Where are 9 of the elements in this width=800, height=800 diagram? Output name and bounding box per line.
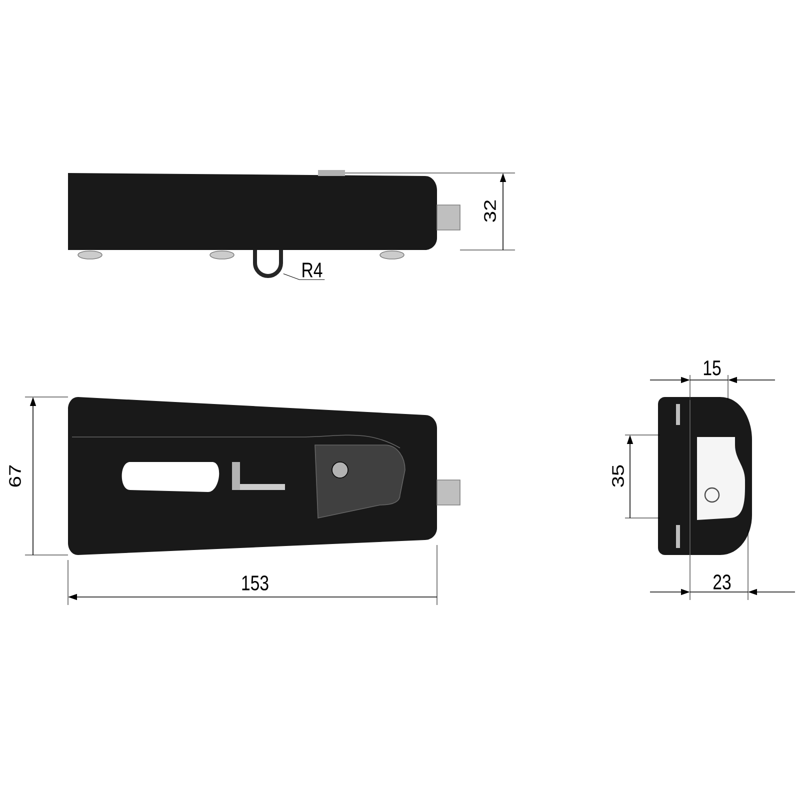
dimension-label: 23 (712, 574, 732, 590)
dimension-label: 32 (483, 198, 497, 224)
dimension-label: 35 (611, 463, 625, 489)
dimension-label: 67 (8, 463, 22, 489)
leader-line (283, 273, 325, 280)
callout-label: R4 (302, 262, 322, 278)
dimension-label: 153 (240, 574, 270, 592)
dimension-label: 15 (702, 360, 722, 376)
loop-drawing (253, 250, 283, 278)
